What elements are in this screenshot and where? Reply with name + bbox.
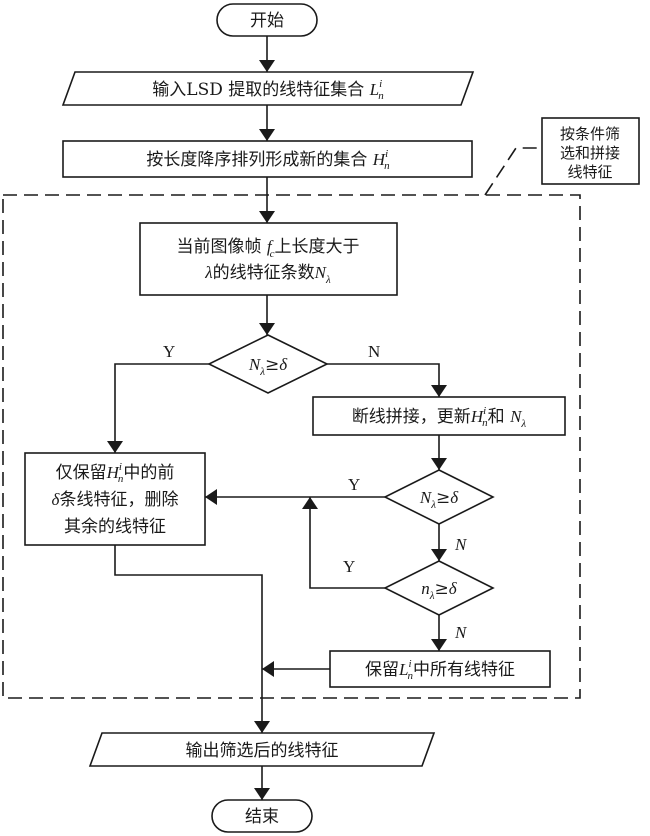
decision-1-label: Nλ≥δ — [248, 355, 288, 378]
output-label: 输出筛选后的线特征 — [186, 741, 339, 761]
keep-top-label-line-3: 其余的线特征 — [64, 517, 166, 537]
edge-keeptop-output — [114, 545, 270, 733]
keep-top-label-line-2: δ条线特征，删除 — [52, 490, 179, 510]
input-node — [61, 71, 475, 106]
branch-label-c3-no: N — [454, 623, 468, 642]
edge-decision1-yes — [107, 363, 209, 453]
end-label: 结束 — [245, 807, 279, 827]
edge-decision1-no — [327, 363, 447, 397]
branch-label-c3-yes: Y — [343, 557, 355, 576]
filter-group-frame — [2, 194, 581, 699]
count-node — [139, 222, 398, 296]
annotation-leader-line — [484, 147, 542, 196]
branch-label-c2-yes: Y — [348, 475, 360, 494]
annotation-line-1: 按条件筛 — [560, 125, 620, 143]
start-label: 开始 — [250, 11, 284, 31]
branch-label-c2-no: N — [454, 535, 468, 554]
branch-label-c1-no: N — [368, 342, 380, 361]
count-label-line-2: λ的线特征条数Nλ — [204, 263, 331, 286]
branch-label-c1-yes: Y — [163, 342, 175, 361]
annotation-line-3: 线特征 — [567, 163, 612, 181]
decision-1-node — [207, 334, 329, 394]
edge-decision3-yes — [302, 497, 385, 589]
annotation-box — [541, 117, 640, 185]
splice-node — [312, 396, 566, 436]
decision-2-label: Nλ≥δ — [419, 488, 459, 511]
count-label-line-1: 当前图像帧 fc上长度大于 — [176, 237, 359, 260]
annotation-line-2: 选和拼接 — [560, 144, 620, 162]
output-node — [88, 732, 436, 767]
sort-node — [62, 140, 473, 178]
decision-3-label: nλ≥δ — [421, 579, 458, 602]
